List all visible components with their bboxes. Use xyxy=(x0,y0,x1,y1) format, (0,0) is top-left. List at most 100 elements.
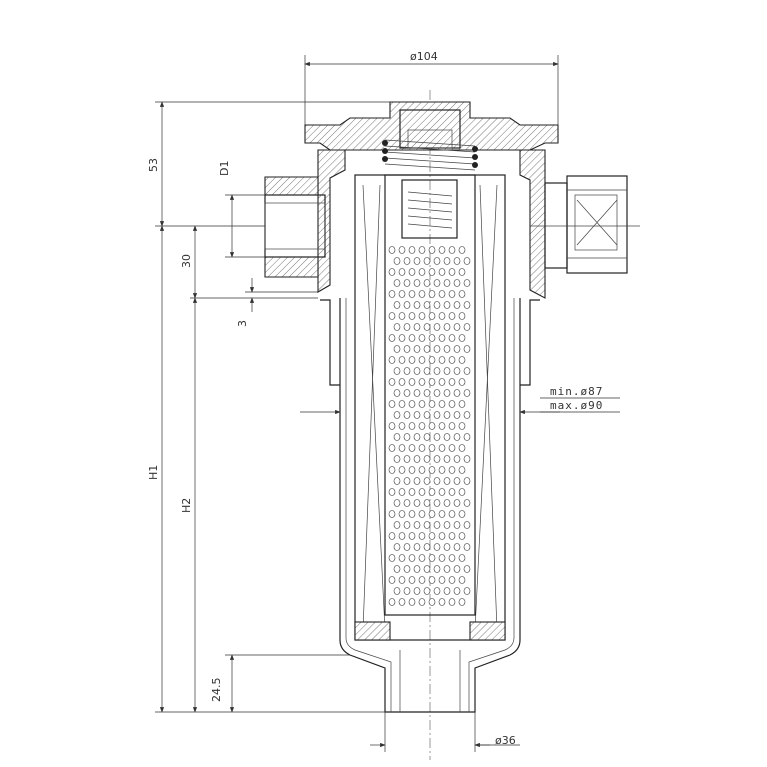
perforation-hole xyxy=(388,510,396,518)
perforation-hole xyxy=(433,565,441,573)
perforation-hole xyxy=(408,378,416,386)
perforation-hole xyxy=(463,257,471,265)
perforation-hole xyxy=(398,554,406,562)
perforation-hole xyxy=(428,312,436,320)
perforation-hole xyxy=(463,499,471,507)
perforation-hole xyxy=(423,477,431,485)
perforation-hole xyxy=(413,499,421,507)
perforation-hole xyxy=(388,488,396,496)
perforation-hole xyxy=(453,543,461,551)
perforation-hole xyxy=(428,246,436,254)
perforation-hole xyxy=(448,290,456,298)
perforation-hole xyxy=(428,510,436,518)
perforation-hole xyxy=(438,246,446,254)
perforation-hole xyxy=(433,455,441,463)
perforation-hole xyxy=(393,279,401,287)
perforation-hole xyxy=(413,565,421,573)
perforation-hole xyxy=(418,422,426,430)
perforation-hole xyxy=(388,598,396,606)
perforation-hole xyxy=(423,411,431,419)
perforation-hole xyxy=(388,334,396,342)
perforation-hole xyxy=(463,301,471,309)
perforation-hole xyxy=(433,301,441,309)
perforation-hole xyxy=(463,389,471,397)
perforation-hole xyxy=(433,587,441,595)
perforation-hole xyxy=(458,576,466,584)
perforation-hole xyxy=(448,334,456,342)
perforation-hole xyxy=(463,323,471,331)
perforation-hole xyxy=(408,444,416,452)
perforation-hole xyxy=(413,323,421,331)
perforation-hole xyxy=(463,565,471,573)
perforation-hole xyxy=(458,554,466,562)
perforation-hole xyxy=(463,587,471,595)
perforation-hole xyxy=(398,334,406,342)
perforation-hole xyxy=(448,510,456,518)
perforation-hole xyxy=(453,389,461,397)
perforation-hole xyxy=(443,499,451,507)
perforation-hole xyxy=(413,257,421,265)
perforation-hole xyxy=(418,554,426,562)
perforation-hole xyxy=(458,400,466,408)
label-port-diameter: D1 xyxy=(218,161,231,176)
perforation-hole xyxy=(433,279,441,287)
perforation-hole xyxy=(413,587,421,595)
perforation-hole xyxy=(418,576,426,584)
perforation-hole xyxy=(388,444,396,452)
perforation-hole xyxy=(443,565,451,573)
perforation-hole xyxy=(393,565,401,573)
label-bottom-diameter: ø36 xyxy=(495,734,516,747)
perforation-hole xyxy=(418,356,426,364)
label-height-top: 53 xyxy=(147,158,160,172)
perforation-hole xyxy=(423,367,431,375)
perforation-hole xyxy=(448,576,456,584)
perforation-holes xyxy=(388,246,471,606)
perforation-hole xyxy=(443,521,451,529)
perforation-hole xyxy=(423,389,431,397)
perforation-hole xyxy=(408,532,416,540)
perforation-hole xyxy=(428,400,436,408)
perforation-hole xyxy=(418,246,426,254)
perforation-hole xyxy=(418,598,426,606)
perforation-hole xyxy=(403,565,411,573)
perforation-hole xyxy=(453,521,461,529)
perforation-hole xyxy=(448,444,456,452)
perforation-hole xyxy=(458,334,466,342)
perforation-hole xyxy=(443,345,451,353)
perforation-hole xyxy=(423,345,431,353)
perforation-hole xyxy=(403,389,411,397)
perforation-hole xyxy=(403,499,411,507)
perforation-hole xyxy=(433,389,441,397)
perforation-hole xyxy=(433,521,441,529)
perforation-hole xyxy=(398,466,406,474)
perforation-hole xyxy=(458,532,466,540)
perforation-hole xyxy=(403,367,411,375)
perforation-hole xyxy=(423,587,431,595)
perforation-hole xyxy=(458,422,466,430)
perforation-hole xyxy=(388,554,396,562)
perforation-hole xyxy=(393,455,401,463)
perforation-hole xyxy=(393,499,401,507)
perforation-hole xyxy=(388,466,396,474)
label-max-diameter: max.ø90 xyxy=(550,399,603,412)
perforation-hole xyxy=(403,433,411,441)
perforation-hole xyxy=(398,356,406,364)
perforation-hole xyxy=(438,268,446,276)
perforation-hole xyxy=(428,444,436,452)
perforation-hole xyxy=(413,455,421,463)
perforation-hole xyxy=(398,444,406,452)
perforation-hole xyxy=(428,290,436,298)
perforation-hole xyxy=(408,554,416,562)
perforation-hole xyxy=(438,466,446,474)
perforation-hole xyxy=(448,378,456,386)
perforation-hole xyxy=(413,367,421,375)
perforation-hole xyxy=(448,422,456,430)
perforation-hole xyxy=(458,466,466,474)
perforation-hole xyxy=(428,488,436,496)
perforation-hole xyxy=(463,521,471,529)
perforation-hole xyxy=(438,488,446,496)
perforation-hole xyxy=(398,268,406,276)
perforation-hole xyxy=(408,268,416,276)
label-height-h2: H2 xyxy=(180,498,193,513)
perforation-hole xyxy=(458,246,466,254)
